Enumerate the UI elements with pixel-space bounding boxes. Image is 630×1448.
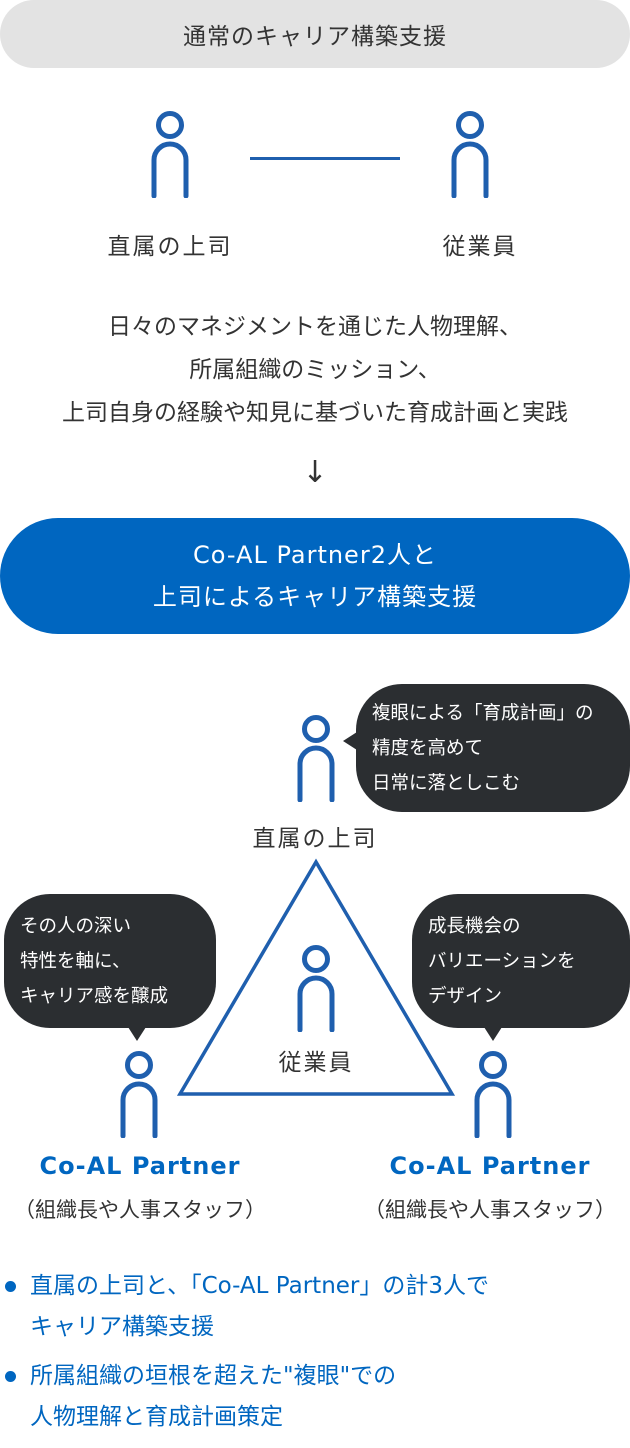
- bubble-left-tail: [128, 1027, 146, 1041]
- bullet-dot-icon: [5, 1281, 16, 1292]
- header-title: 通常のキャリア構築支援: [183, 24, 447, 50]
- partner-right-sub: （組織長や人事スタッフ）: [364, 1198, 616, 1222]
- triangle-employee-label: 従業員: [278, 1050, 354, 1076]
- triangle-outline: [176, 858, 456, 1096]
- partner-left-sub: （組織長や人事スタッフ）: [14, 1198, 266, 1222]
- bubble-left-line: キャリア感を醸成: [20, 985, 169, 1007]
- bubble-top-line: 精度を高めて: [372, 737, 484, 759]
- bullet-item: 所属組織の垣根を超えた"複眼"での 人物理解と育成計画策定: [0, 1356, 630, 1438]
- bubble-right-line: バリエーションを: [428, 950, 576, 972]
- triangle-supervisor-icon: [292, 712, 340, 802]
- down-arrow-icon: ↓: [302, 455, 328, 490]
- bubble-left: その人の深い 特性を軸に、 キャリア感を醸成: [4, 894, 216, 1028]
- bullet-line: 直属の上司と、「Co-AL Partner」の計3人で: [30, 1273, 490, 1299]
- bubble-right: 成長機会の バリエーションを デザイン: [412, 894, 630, 1028]
- description-line: 日々のマネジメントを通じた人物理解、: [108, 314, 522, 340]
- partner-right-name: Co-AL Partner: [389, 1152, 591, 1180]
- partner-left-name: Co-AL Partner: [39, 1152, 241, 1180]
- bullet-list: 直属の上司と、「Co-AL Partner」の計3人で キャリア構築支援 所属組…: [0, 1266, 630, 1446]
- supervisor-label: 直属の上司: [107, 234, 233, 260]
- partner-right-icon: [469, 1048, 517, 1138]
- bubble-right-line: デザイン: [428, 985, 503, 1007]
- banner-line-1: Co-AL Partner2人と: [193, 541, 437, 569]
- header-pill: 通常のキャリア構築支援: [0, 0, 630, 68]
- description: 日々のマネジメントを通じた人物理解、 所属組織のミッション、 上司自身の経験や知…: [0, 306, 630, 435]
- description-line: 上司自身の経験や知見に基づいた育成計画と実践: [62, 400, 568, 426]
- employee-label: 従業員: [442, 234, 518, 260]
- bullet-line: キャリア構築支援: [30, 1314, 214, 1340]
- bubble-left-line: その人の深い: [20, 915, 132, 937]
- bubble-top-line: 複眼による「育成計画」の: [372, 702, 594, 724]
- bullet-line: 所属組織の垣根を超えた"複眼"での: [30, 1363, 397, 1389]
- bullet-line: 人物理解と育成計画策定: [30, 1404, 283, 1430]
- bubble-top-line: 日常に落としこむ: [372, 772, 521, 794]
- description-line: 所属組織のミッション、: [189, 357, 441, 383]
- bubble-left-line: 特性を軸に、: [20, 950, 131, 972]
- banner-line-2: 上司によるキャリア構築支援: [152, 583, 478, 611]
- partner-banner: Co-AL Partner2人と 上司によるキャリア構築支援: [0, 518, 630, 634]
- bubble-right-line: 成長機会の: [428, 915, 521, 937]
- bullet-item: 直属の上司と、「Co-AL Partner」の計3人で キャリア構築支援: [0, 1266, 630, 1348]
- bubble-right-tail: [484, 1027, 502, 1041]
- bubble-top-tail: [343, 732, 357, 750]
- partner-left-icon: [115, 1048, 163, 1138]
- employee-person-icon: [446, 108, 494, 198]
- triangle-employee-icon: [292, 942, 340, 1032]
- triangle-supervisor-label: 直属の上司: [252, 826, 378, 852]
- connector-line: [250, 157, 400, 160]
- supervisor-person-icon: [146, 108, 194, 198]
- bubble-top: 複眼による「育成計画」の 精度を高めて 日常に落としこむ: [356, 684, 630, 812]
- bullet-dot-icon: [5, 1371, 16, 1382]
